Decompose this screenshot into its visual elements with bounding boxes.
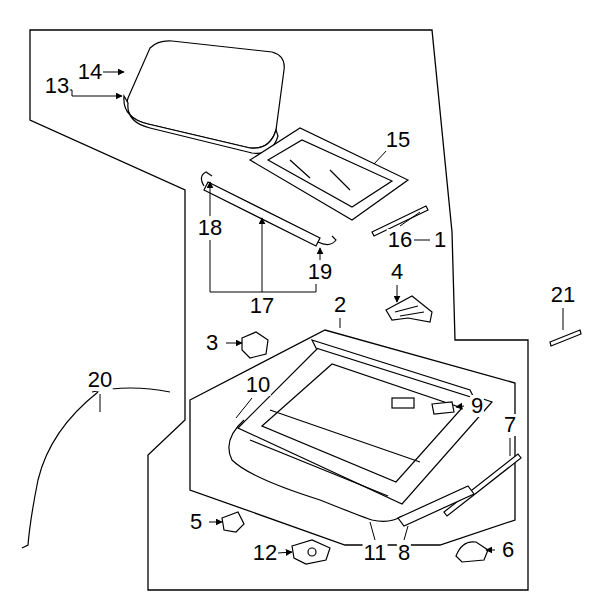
callout-number: 1 (433, 229, 447, 251)
callout-number: 9 (470, 395, 484, 417)
callout-number: 13 (44, 75, 70, 97)
callout-number: 8 (397, 542, 411, 564)
callout-number: 18 (197, 217, 223, 239)
sunroof-frame (238, 344, 492, 504)
side-bracket (398, 486, 474, 526)
leader-lines (68, 72, 563, 553)
callout-number: 2 (333, 294, 347, 316)
callout-number: 17 (249, 295, 275, 317)
drain-hose (22, 388, 170, 548)
callout-number: 16 (387, 229, 413, 251)
callout-number: 3 (205, 332, 219, 354)
motor (292, 540, 330, 564)
glass-panel (127, 41, 284, 148)
frame-outline (190, 330, 515, 545)
callout-number: 10 (245, 374, 271, 396)
drive-cable (229, 420, 402, 521)
callout-number: 6 (501, 539, 515, 561)
callout-number: 12 (252, 542, 278, 564)
frame-tab (392, 398, 414, 408)
guide-block (432, 402, 454, 414)
callout-number: 21 (550, 284, 576, 306)
bracket (386, 296, 432, 322)
clip (242, 332, 268, 358)
callout-number: 5 (189, 511, 203, 533)
callout-number: 20 (87, 369, 113, 391)
callout-number: 14 (77, 61, 103, 83)
assembly-outline (30, 30, 528, 590)
callout-number: 19 (307, 261, 333, 283)
clip (222, 512, 244, 532)
callout-number: 4 (390, 261, 404, 283)
callout-number: 15 (385, 129, 411, 151)
callout-number: 7 (503, 414, 517, 436)
glass-panel-lower (124, 96, 278, 153)
bracket (456, 542, 488, 562)
callout-number: 11 (363, 542, 388, 564)
drain-plug (550, 330, 581, 346)
side-strip (444, 454, 521, 516)
